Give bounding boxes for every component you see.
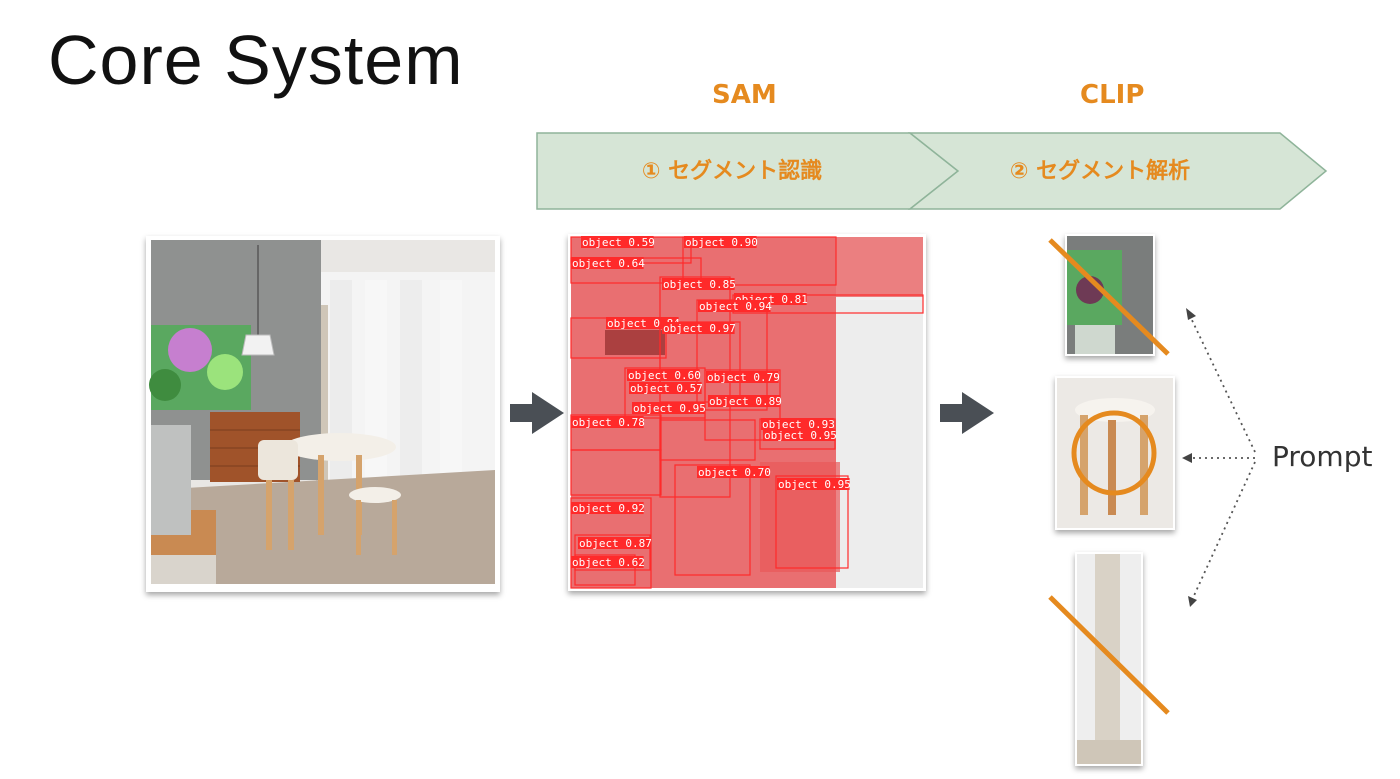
arrowhead-icon — [1188, 596, 1197, 607]
sam-detection-label: object 0.90 — [685, 236, 758, 249]
input-photo — [146, 236, 500, 592]
sam-label-bg — [571, 257, 644, 269]
sam-label-bg — [571, 416, 644, 428]
sam-detection-label: object 0.64 — [572, 257, 645, 270]
sam-detection-label: object 0.59 — [582, 236, 655, 249]
sam-label-bg — [697, 466, 770, 478]
clip-segment-plant — [1048, 234, 1170, 356]
sam-detection-label: object 0.95 — [778, 478, 851, 491]
sam-detection-label: object 0.60 — [628, 369, 701, 382]
sam-detection-label: object 0.89 — [709, 395, 782, 408]
sam-label-bg — [571, 502, 644, 514]
sam-label-bg — [684, 236, 757, 248]
sam-detection-label: object 0.79 — [707, 371, 780, 384]
sam-label-bg — [606, 317, 679, 329]
clip-segment-curtain — [1048, 552, 1170, 766]
sam-output-image: object 0.59 object 0.90 object 0.64 object … — [568, 234, 926, 591]
step-label-recognition: ① セグメント認識 — [642, 158, 822, 184]
arrow-right-icon — [510, 392, 564, 434]
sam-label-bg — [662, 322, 735, 334]
sam-detection-label: object 0.92 — [572, 502, 645, 515]
sam-detection-label: object 0.84 — [607, 317, 680, 330]
sam-label-bg — [662, 278, 735, 290]
sam-label-bg — [578, 537, 651, 549]
arrowhead-icon — [1182, 453, 1192, 463]
sam-label-bg — [708, 395, 781, 407]
sam-detection-label: object 0.94 — [699, 300, 772, 313]
step-banner-segment-analysis — [907, 132, 1328, 210]
prompt-arrows — [1189, 315, 1256, 601]
sam-label-bg — [627, 369, 700, 381]
stage-label-sam: SAM — [712, 80, 777, 110]
sam-detection-label: object 0.85 — [663, 278, 736, 291]
sam-label-bg — [698, 300, 771, 312]
prompt-label: Prompt — [1272, 440, 1373, 473]
sam-detection-label: object 0.93 — [762, 418, 835, 431]
sam-detection-label: object 0.95 — [633, 402, 706, 415]
sam-label-bg — [581, 236, 654, 248]
sam-detection-label: object 0.97 — [663, 322, 736, 335]
arrow-right-icon — [940, 392, 994, 434]
sam-detection-label: object 0.95 — [764, 429, 837, 442]
sam-detection-label: object 0.57 — [630, 382, 703, 395]
clip-segment-stool — [1055, 376, 1175, 530]
sam-detection-label: object 0.70 — [698, 466, 771, 479]
sam-detection-label: object 0.62 — [572, 556, 645, 569]
sam-detection-label: object 0.87 — [579, 537, 652, 550]
sam-label-bg — [761, 418, 834, 430]
sam-label-bg — [632, 402, 705, 414]
sam-label-bg — [777, 478, 850, 490]
sam-label-bg — [763, 429, 836, 441]
sam-label-bg — [706, 371, 779, 383]
step-label-analysis: ② セグメント解析 — [1010, 158, 1190, 184]
sam-label-bg — [629, 382, 702, 394]
arrowhead-icon — [1186, 308, 1196, 320]
sam-detection-label: object 0.78 — [572, 416, 645, 429]
stage-label-clip: CLIP — [1080, 80, 1145, 110]
sam-label-bg — [571, 556, 644, 568]
page-title: Core System — [48, 21, 464, 99]
